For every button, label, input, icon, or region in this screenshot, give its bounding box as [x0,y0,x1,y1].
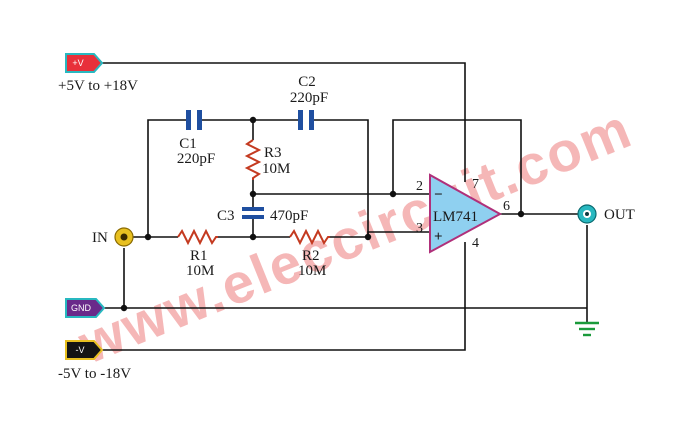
junction-dot [120,304,128,312]
c2-right-wire [314,119,369,237]
c2-value: 220pF [290,90,328,106]
opamp-lm741: LM741 − + [429,173,503,254]
opamp-minus-sign: − [434,187,443,203]
ground-tag-text: GND [71,303,92,313]
r1-value: 10M [186,263,214,279]
positive-supply-wire [100,62,466,182]
negative-supply-tag: -V [65,340,104,360]
capacitor-c3 [242,207,264,219]
output-label: OUT [604,207,635,223]
junction-dot [249,116,257,124]
input-label: IN [92,230,108,246]
c3-value: 470pF [270,208,308,224]
ground-tag: GND [65,298,106,318]
negative-supply-tag-text: -V [76,345,85,355]
opamp-plus-sign: + [434,229,443,245]
r3-name: R3 [264,145,282,161]
negative-supply-wire [100,242,466,351]
capacitor-c1 [186,110,202,130]
r2-name: R2 [302,248,320,264]
watermark-text: www.eleccircuit.com [69,96,640,376]
pin-2-label: 2 [416,179,423,194]
opamp-name: LM741 [433,209,478,225]
junction-dot [249,233,257,241]
pin-3-label: 3 [416,221,423,236]
resistor-r1 [177,228,218,246]
output-jack [577,204,597,224]
c1-value: 220pF [177,151,215,167]
junction-dot [249,190,257,198]
r1-name: R1 [190,248,208,264]
junctions [120,116,525,312]
negative-supply-range: -5V to -18V [58,366,131,382]
junction-dot [389,190,397,198]
c1-left-wire [147,119,186,237]
feedback-wire [392,119,522,214]
positive-supply-tag-text: +V [72,58,83,68]
c3-name: C3 [217,208,235,224]
pin-7-label: 7 [472,177,479,192]
pin-4-label: 4 [472,236,479,251]
c1-name: C1 [179,136,197,152]
junction-dot [364,233,372,241]
resistor-r2 [289,228,330,246]
capacitor-c2 [298,110,314,130]
resistor-r3 [244,139,262,180]
c2-name: C2 [298,74,316,90]
positive-supply-tag: +V [65,53,104,73]
ground-symbol [575,321,599,337]
junction-dot [144,233,152,241]
junction-dot [517,210,525,218]
watermark: www.eleccircuit.com [69,96,640,376]
pin-6-label: 6 [503,199,510,214]
r3-value: 10M [262,161,290,177]
r2-value: 10M [298,263,326,279]
positive-supply-range: +5V to +18V [58,78,138,94]
input-jack [114,227,134,247]
